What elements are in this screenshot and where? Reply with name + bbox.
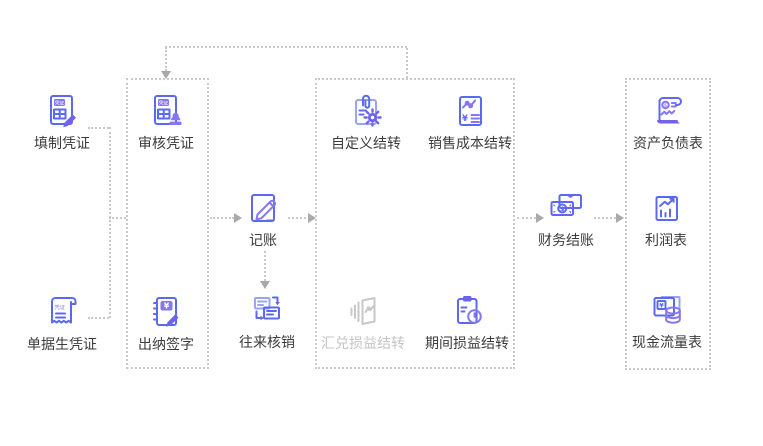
doc-gen-voucher-icon: 凭证 [51,297,77,324]
voucher-stage-group [126,78,209,369]
node-label: 财务结账 [538,232,594,248]
node-audit-voucher[interactable]: 凭证 审核凭证 [111,92,221,153]
svg-text:凭证: 凭证 [55,99,65,106]
node-label: 利润表 [645,232,687,248]
node-cashier-sign[interactable]: ¥ 出纳签字 [111,293,221,354]
audit-voucher-icon: 凭证 [154,95,182,125]
flow-line-closing-to-reports [594,217,616,219]
carryover-stage-group [315,78,515,369]
profit-statement-icon [655,196,678,221]
node-label: 资产负债表 [633,135,703,151]
cash-flow-statement-icon: ¥ [653,296,681,324]
node-sales-cost-carryover[interactable]: ¥ 销售成本结转 [415,92,525,153]
node-period-carryover[interactable]: 期间损益结转 [412,292,522,353]
feedback-line-across [165,46,407,48]
flow-line-left-join [109,127,111,318]
arrowhead-to-bookkeeping [234,213,242,223]
arrowhead-to-writeoff [260,281,270,289]
node-bookkeeping[interactable]: 记账 [208,189,318,250]
flow-line-voucher-to-bookkeeping [210,217,234,219]
sales-cost-carryover-icon: ¥ [459,96,482,126]
flow-line-bookkeeping-to-carryover [288,217,310,219]
node-cash-flow-statement[interactable]: ¥ 现金流量表 [612,291,722,352]
svg-text:凭证: 凭证 [159,99,169,106]
node-label: 自定义结转 [331,135,401,151]
node-doc-gen-voucher[interactable]: 凭证 单据生凭证 [7,293,117,354]
flow-line-into-voucher-group [109,217,126,219]
node-profit-statement[interactable]: 利润表 [611,189,721,250]
node-label: 往来核销 [239,334,295,350]
node-transfer-writeoff[interactable]: 往来核销 [212,291,322,352]
feedback-line-down [165,47,167,71]
arrowhead-to-closing [536,213,544,223]
node-label: 出纳签字 [138,336,194,352]
arrowhead-to-reports [616,213,624,223]
flow-line-carryover-to-closing [517,217,536,219]
bookkeeping-icon [251,194,277,222]
node-label: 期间损益结转 [425,335,509,351]
node-label: 现金流量表 [632,334,702,350]
cashier-sign-icon: ¥ [153,297,179,327]
flow-line-doc-gen-voucher [88,317,109,319]
flow-line-fill-voucher [88,127,109,129]
svg-text:$: $ [560,205,565,213]
svg-text:凭证: 凭证 [55,303,65,311]
node-label: 填制凭证 [34,135,90,151]
arrowhead-feedback [161,71,171,79]
transfer-writeoff-icon [254,296,280,321]
balance-sheet-icon: $ [657,97,682,124]
svg-text:¥: ¥ [659,302,664,310]
svg-text:¥: ¥ [462,114,468,124]
node-fill-voucher[interactable]: 凭证 填制凭证 [7,92,117,153]
feedback-line-up [406,48,408,78]
node-balance-sheet[interactable]: $ 资产负债表 [613,92,723,153]
svg-text:$: $ [664,103,668,109]
custom-carryover-icon [355,94,382,127]
period-carryover-icon [457,296,482,324]
node-financial-closing[interactable]: $ 财务结账 [511,189,621,250]
node-label: 单据生凭证 [27,336,97,352]
fill-voucher-icon: 凭证 [50,95,76,128]
node-label: 审核凭证 [138,135,194,151]
financial-closing-icon: $ [550,194,582,216]
node-custom-carryover[interactable]: 自定义结转 [311,92,421,153]
node-exchange-carryover: 汇兑损益结转 [308,292,418,353]
svg-text:¥: ¥ [164,302,170,311]
arrowhead-to-carryover [308,213,316,223]
node-label: 销售成本结转 [428,135,512,151]
report-stage-group [625,78,711,370]
node-label: 汇兑损益结转 [321,335,405,351]
node-label: 记账 [249,232,277,248]
flow-line-bookkeeping-to-writeoff [264,251,266,281]
exchange-carryover-icon [350,297,376,325]
